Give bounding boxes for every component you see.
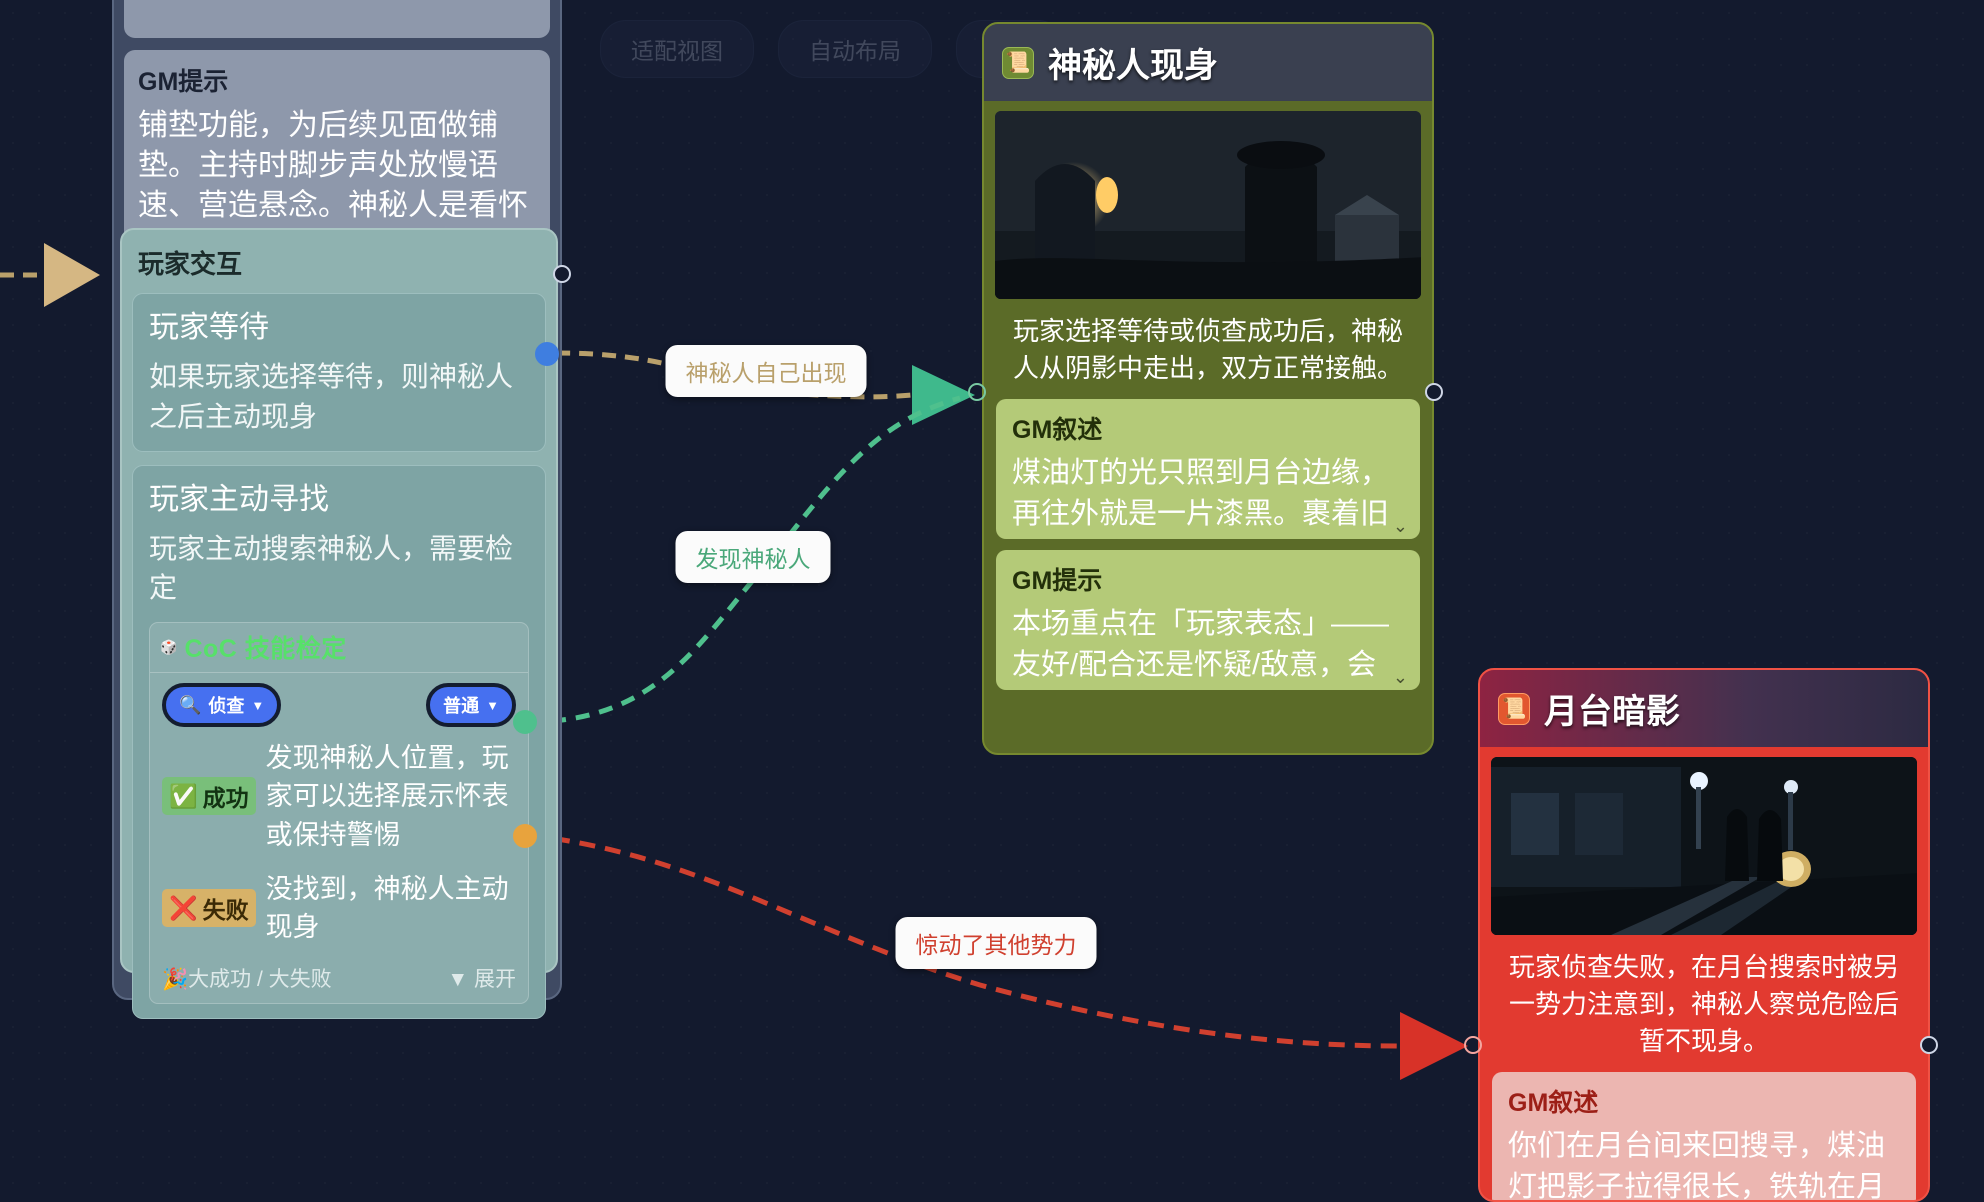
- port-player-waits-out[interactable]: [535, 342, 559, 366]
- red-node-thumbnail[interactable]: [1491, 757, 1917, 935]
- scroll-icon: 📜: [1002, 46, 1034, 79]
- port-success-out[interactable]: [513, 710, 537, 734]
- green-gm-narration-card[interactable]: GM叙述 煤油灯的光只照到月台边缘，再往外就是一片漆黑。裹着旧大衣的身影停在那条…: [996, 398, 1420, 539]
- port-failure-out[interactable]: [513, 824, 537, 848]
- chevron-down-icon: ▼: [251, 697, 265, 713]
- card-player-searches[interactable]: 玩家主动寻找 玩家主动搜索神秘人，需要检定 🎲 CoC 技能检定 🔍 侦查 ▼ …: [132, 464, 546, 1019]
- cross-mark-icon: ❌: [169, 894, 198, 921]
- green-node-summary: 玩家选择等待或侦查成功后，神秘人从阴影中走出，双方正常接触。: [1012, 316, 1403, 383]
- card-player-searches-body: 玩家主动搜索神秘人，需要检定: [149, 532, 514, 604]
- status-badge-success: ✅ 成功: [162, 777, 256, 816]
- coc-check-header: 🎲 CoC 技能检定: [150, 623, 528, 673]
- scroll-icon: 📜: [1498, 692, 1530, 725]
- red-node-summary: 玩家侦查失败，在月台搜索时被另一势力注意到，神秘人察觉危险后暂不现身。: [1508, 952, 1899, 1056]
- red-gm-narration-title: GM叙述: [1508, 1088, 1599, 1117]
- skill-select[interactable]: 🔍 侦查 ▼: [162, 683, 282, 727]
- red-node-title: 月台暗影: [1544, 693, 1680, 731]
- fit-view-button[interactable]: 适配视图: [600, 20, 754, 78]
- gm-hint-card[interactable]: GM提示 铺垫功能，为后续见面做铺垫。主持时脚步声处放慢语速、营造悬念。神秘人是…: [124, 50, 550, 251]
- green-node-thumbnail[interactable]: [995, 111, 1421, 299]
- chevron-down-icon: ▼: [447, 967, 474, 991]
- card-player-waits[interactable]: 玩家等待 如果玩家选择等待，则神秘人之后主动现身: [132, 293, 546, 452]
- gm-hint-title: GM提示: [138, 68, 229, 96]
- card-player-waits-title: 玩家等待: [149, 311, 269, 344]
- green-node-output-port[interactable]: [1425, 383, 1443, 401]
- card-player-waits-body: 如果玩家选择等待，则神秘人之后主动现身: [149, 361, 514, 432]
- dice-icon: 🎲: [160, 638, 178, 655]
- failure-text: 没找到，神秘人主动现身: [265, 873, 509, 943]
- port-output-top[interactable]: [553, 265, 571, 283]
- check-mark-icon: ✅: [169, 782, 198, 809]
- clipped-card-body: 掏出怀表看了一眼——指针指向 午夜。远处传来脚步声，由远及近: [124, 0, 550, 13]
- coc-check-title: CoC 技能检定: [184, 635, 347, 663]
- green-gm-narration-body: 煤油灯的光只照到月台边缘，再往外就是一片漆黑。裹着旧大衣的身影停在那条明暗交界线…: [1012, 456, 1390, 530]
- green-gm-narration-title: GM叙述: [1012, 415, 1103, 444]
- difficulty-select[interactable]: 普通 ▼: [426, 683, 516, 727]
- skill-select-label: 侦查: [208, 696, 245, 716]
- red-gm-narration-body: 你们在月台间来回搜寻，煤油灯把影子拉得很长，铁轨在月光下泛着冷光。某一刻，你感到…: [1508, 1129, 1886, 1202]
- chevron-down-icon: ▼: [486, 697, 499, 713]
- player-interaction-group[interactable]: 玩家交互 玩家等待 如果玩家选择等待，则神秘人之后主动现身 玩家主动寻找 玩家主…: [120, 228, 558, 1019]
- success-text: 发现神秘人位置，玩家可以选择展示怀表或保持警惕: [265, 743, 509, 850]
- chevron-down-icon[interactable]: ⌄: [1889, 1199, 1904, 1200]
- player-interaction-title: 玩家交互: [138, 249, 243, 279]
- red-node-input-port[interactable]: [1464, 1036, 1482, 1054]
- expand-toggle[interactable]: ▼ 展开: [447, 963, 516, 993]
- edge-label-alerted-others[interactable]: 惊动了其他势力: [895, 917, 1097, 969]
- check-result-failure: ❌ 失败 没找到，神秘人主动现身: [150, 862, 528, 955]
- magnifier-icon: 🔍: [179, 694, 202, 715]
- critical-label-text: 大成功 / 大失败: [188, 967, 332, 991]
- clipped-card[interactable]: 掏出怀表看了一眼——指针指向 午夜。远处传来脚步声，由远及近: [124, 0, 550, 38]
- party-popper-icon: 🎉: [162, 967, 189, 991]
- node-scene-red[interactable]: 📜 月台暗影 玩家侦查失败，在月台搜索时被另一: [1478, 668, 1930, 1202]
- green-gm-hint-card[interactable]: GM提示 本场重点在「玩家表态」——友好/配合还是怀疑/敌意，会直接影响神秘人后…: [996, 549, 1420, 690]
- edge-label-find-mystery[interactable]: 发现神秘人: [675, 531, 831, 583]
- critical-labels[interactable]: 🎉大成功 / 大失败: [162, 963, 332, 993]
- status-badge-failure: ❌ 失败: [162, 889, 256, 928]
- node-scene-green[interactable]: 📜 神秘人现身 玩家选择等待或: [982, 22, 1434, 755]
- chevron-down-icon[interactable]: ⌄: [1392, 666, 1408, 687]
- check-result-success: ✅ 成功 发现神秘人位置，玩家可以选择展示怀表或保持警惕: [150, 731, 528, 862]
- red-node-output-port[interactable]: [1920, 1036, 1938, 1054]
- red-gm-narration-card[interactable]: GM叙述 你们在月台间来回搜寻，煤油灯把影子拉得很长，铁轨在月光下泛着冷光。某一…: [1492, 1071, 1916, 1202]
- check-footer[interactable]: 🎉大成功 / 大失败 ▼ 展开: [150, 955, 528, 997]
- green-node-header[interactable]: 📜 神秘人现身: [984, 24, 1432, 101]
- chevron-down-icon[interactable]: ⌄: [1392, 515, 1408, 536]
- green-node-title: 神秘人现身: [1048, 47, 1218, 85]
- green-gm-hint-title: GM提示: [1012, 566, 1103, 595]
- edge-label-mystery-appears[interactable]: 神秘人自己出现: [665, 345, 867, 397]
- failure-tag-label: 失败: [202, 897, 249, 924]
- card-player-searches-title: 玩家主动寻找: [149, 482, 329, 516]
- red-node-header[interactable]: 📜 月台暗影: [1480, 670, 1928, 747]
- difficulty-select-label: 普通: [443, 696, 480, 716]
- success-tag-label: 成功: [202, 785, 249, 812]
- auto-layout-button[interactable]: 自动布局: [778, 20, 932, 78]
- green-gm-hint-body: 本场重点在「玩家表态」——友好/配合还是怀疑/敌意，会直接影响神秘人后степ。…: [1012, 607, 1390, 681]
- expand-toggle-label: 展开: [474, 967, 516, 991]
- gm-hint-body: 铺垫功能，为后续见面做铺垫。主持时脚步声处放慢语速、营造悬念。神秘人是看怀表人的…: [138, 109, 528, 230]
- coc-skill-check[interactable]: 🎲 CoC 技能检定 🔍 侦查 ▼ 普通 ▼: [149, 622, 529, 1004]
- coc-check-controls[interactable]: 🔍 侦查 ▼ 普通 ▼: [150, 673, 528, 731]
- green-node-input-port[interactable]: [968, 383, 986, 401]
